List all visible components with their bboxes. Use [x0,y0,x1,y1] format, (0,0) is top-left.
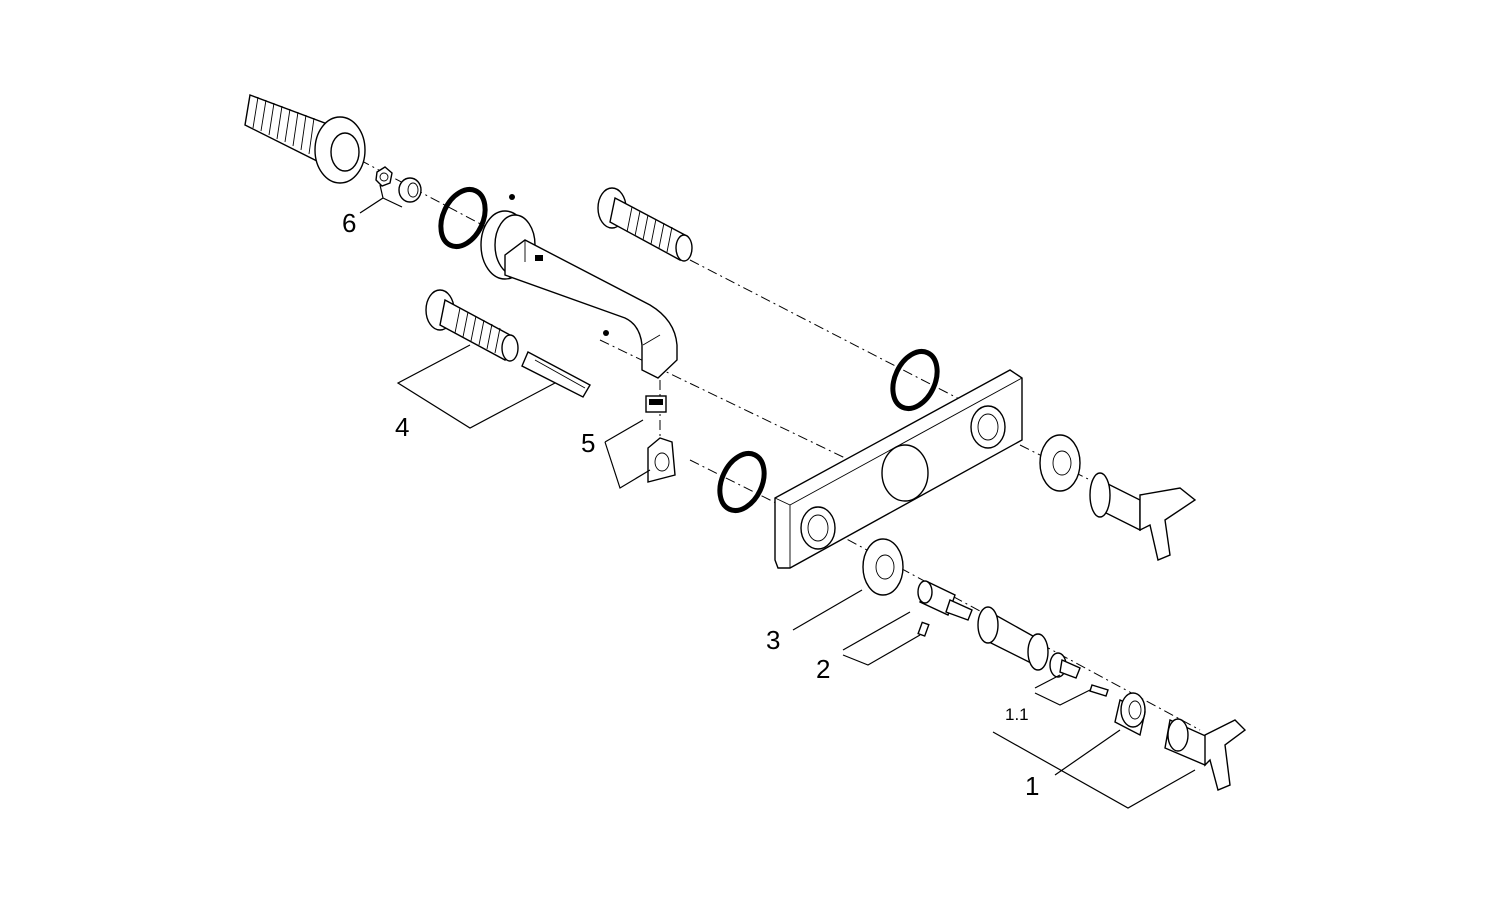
nut-small [375,166,393,187]
handle-right [1089,472,1197,561]
leader-2 [842,634,921,666]
sleeve [977,606,1049,671]
callout-3: 3 [766,625,780,655]
leader-2b [842,611,911,651]
callout-1: 1 [1025,771,1039,801]
headpart [917,580,973,637]
callout-4: 4 [395,412,409,442]
rosette-left [862,538,904,596]
threaded-extension-left [425,289,519,362]
leader-4 [396,344,556,429]
leader-1 [992,731,1196,809]
callout-6: 6 [342,208,356,238]
spindle-extension [521,351,591,398]
leader-6 [359,184,403,214]
cover-plate [774,369,1023,569]
o-ring-left [717,451,767,513]
callout-2: 2 [816,654,830,684]
callout-1-1: 1.1 [1005,705,1029,724]
leader-1-1 [1034,689,1091,706]
o-ring-spout [438,187,488,249]
threaded-extension-top [244,94,366,184]
rosette-right [1039,434,1081,492]
stem-adapter [1049,652,1081,679]
handle-left [1164,718,1247,791]
threaded-extension-right [597,187,693,262]
leader-3 [792,589,863,631]
screw-small [1089,684,1109,697]
spout [480,194,678,379]
aerator-key [647,437,676,483]
cap-ring [1114,692,1146,737]
adapter-small [398,177,422,203]
callout-5: 5 [581,428,595,458]
leader-5 [604,419,651,489]
o-ring-right [890,349,940,411]
leader-1b [1054,729,1121,776]
leader-1-1b [1034,674,1061,689]
aerator-insert [645,395,667,413]
